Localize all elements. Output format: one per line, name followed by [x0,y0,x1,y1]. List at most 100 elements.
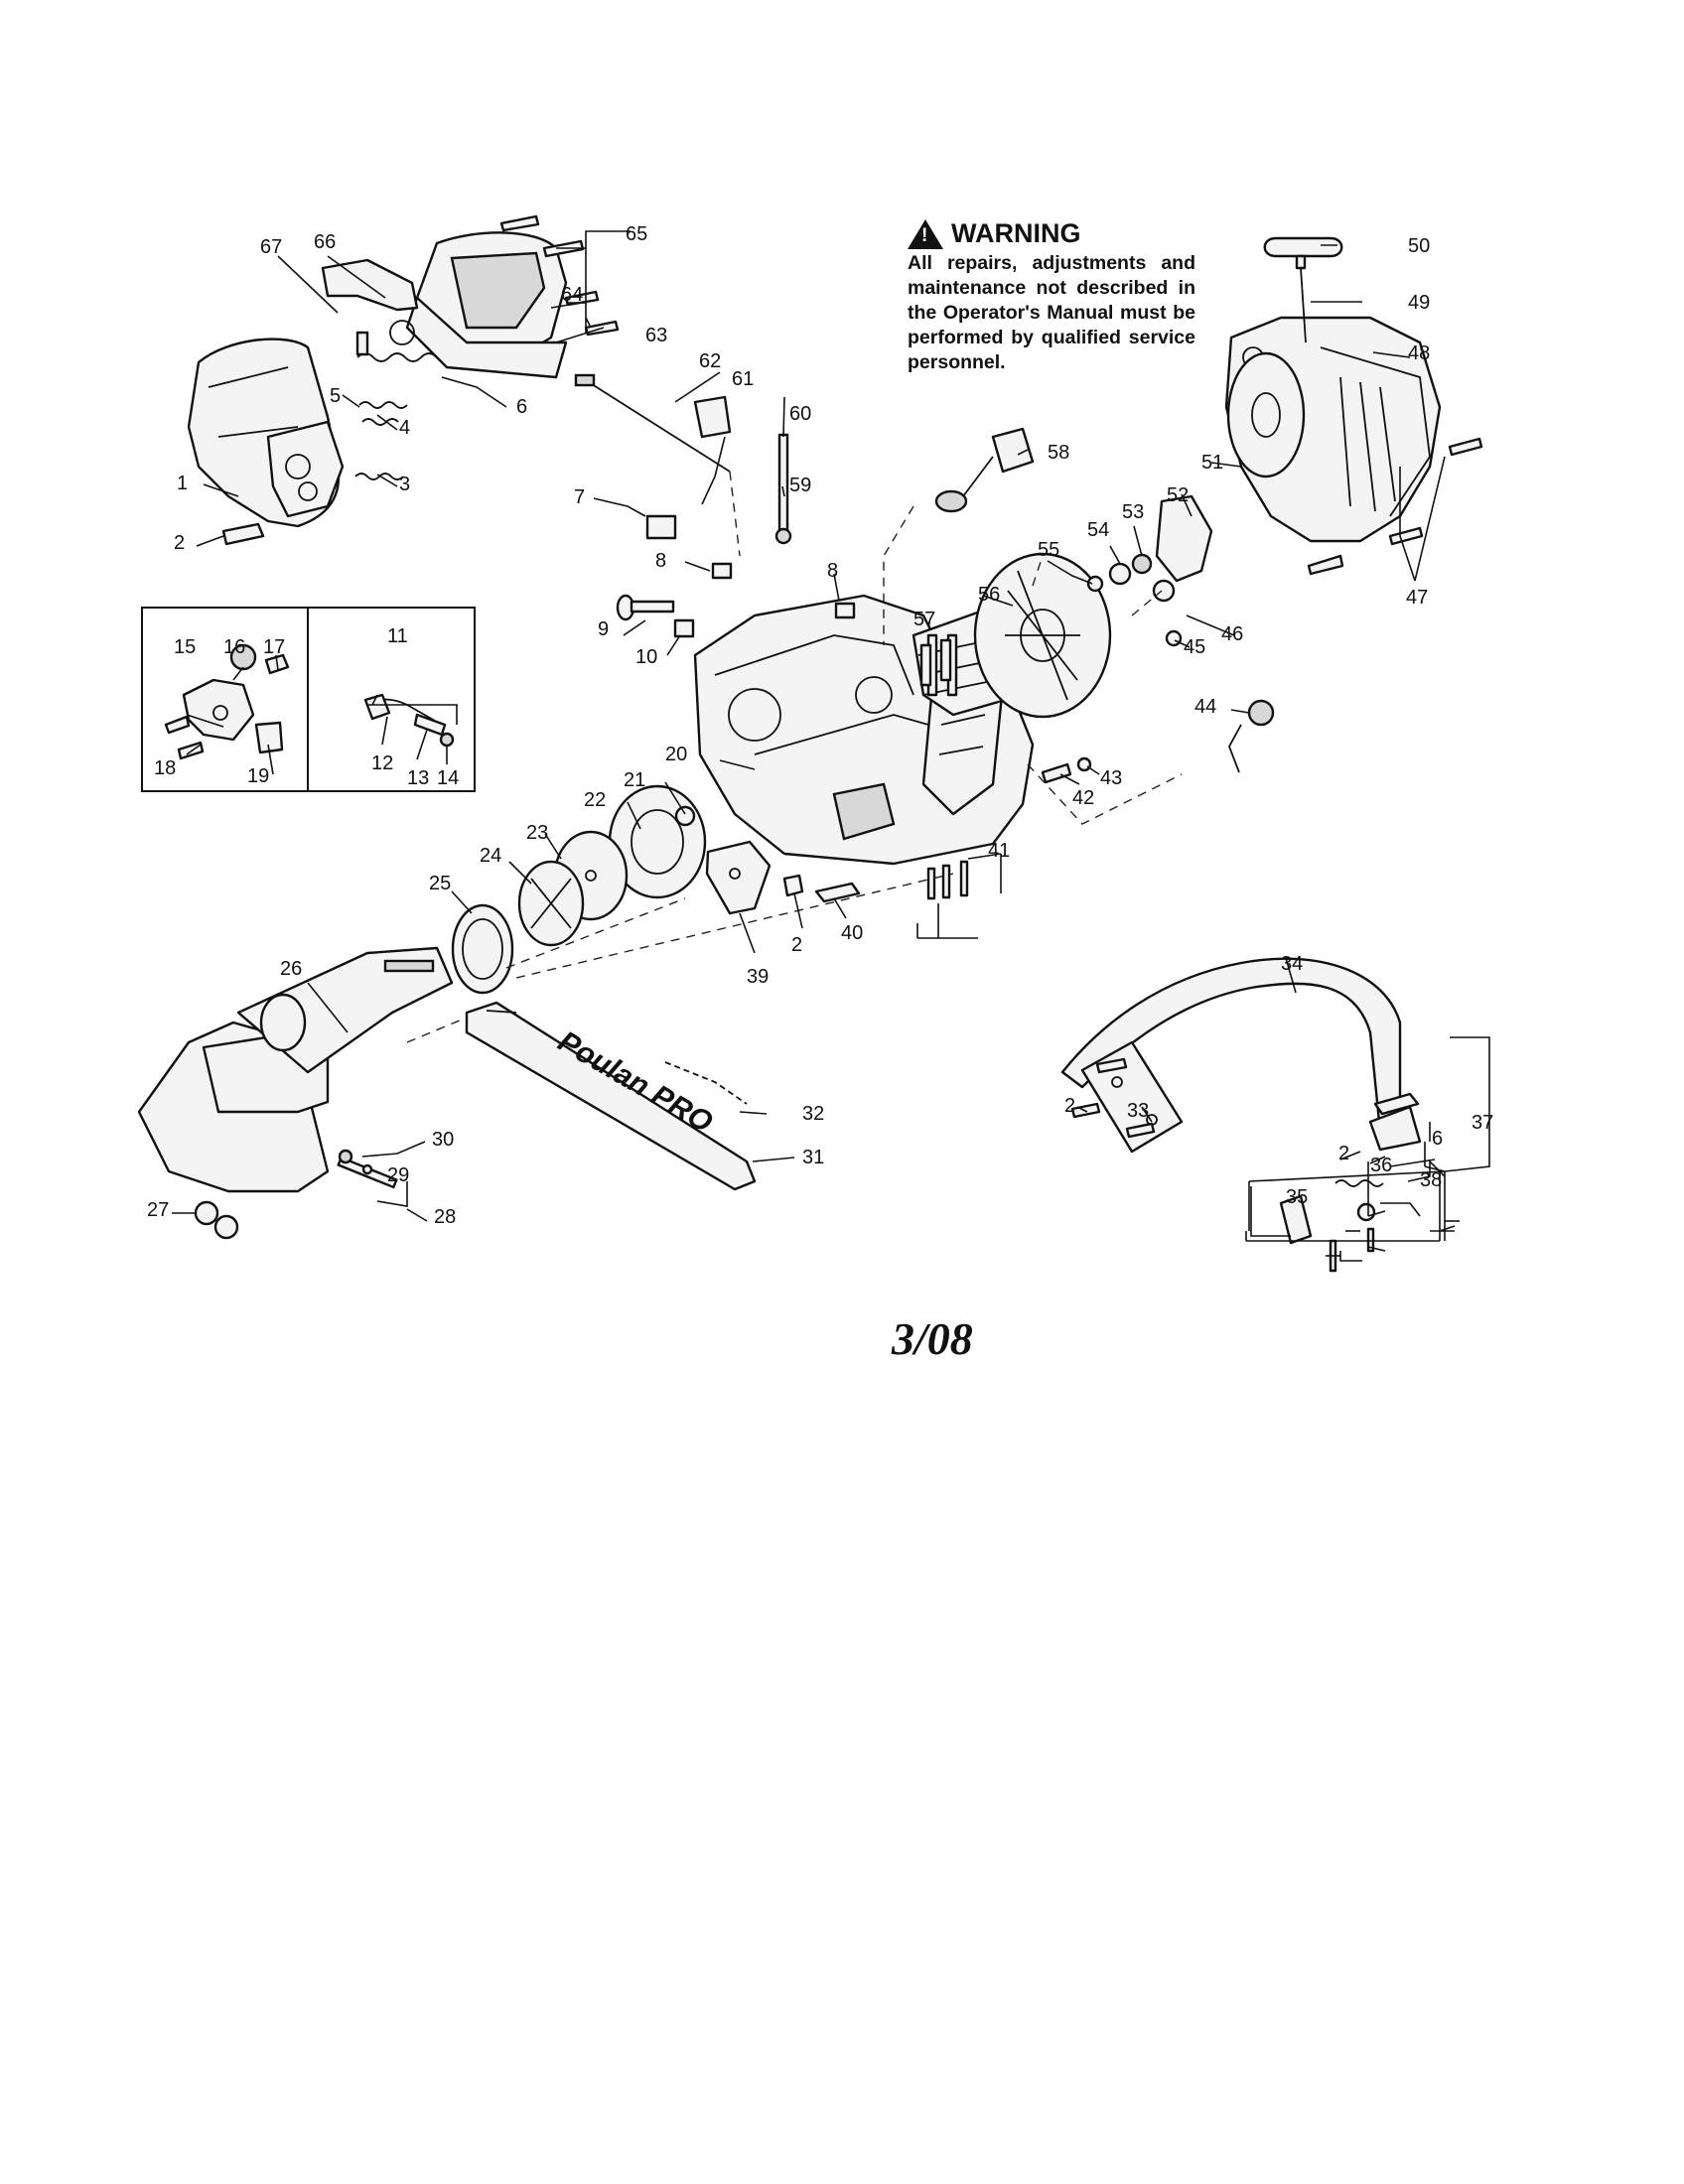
callout-label: 63 [645,325,667,346]
starter-handle-part [1263,236,1343,343]
throttle-cable-part [580,376,731,473]
throttle-trigger-part [321,258,419,345]
inset-panel-box [141,607,476,792]
callout-label: 47 [1406,587,1428,609]
callout-label: 4 [399,417,410,439]
callout-label: 1 [177,473,188,494]
callout-label: 67 [260,236,282,258]
callout-label: 66 [314,231,336,253]
callout-label: 9 [598,618,609,640]
callout-label: 25 [429,873,451,894]
chain-catcher-part [782,874,861,903]
callout-label: 55 [1038,539,1059,561]
warning-triangle-icon: ! [908,218,943,249]
callout-label: 53 [1122,501,1144,523]
callout-label: 14 [437,767,459,789]
callout-label: 29 [387,1164,409,1186]
callout-label: 22 [584,789,606,811]
callout-label: 20 [665,744,687,765]
saw-chain-part [664,1061,748,1105]
callout-label: 44 [1194,696,1216,718]
chain-brake-part [705,840,772,915]
bar-nuts-part [194,1200,239,1240]
clutch-part [517,860,585,947]
front-handle-part [1060,957,1422,1154]
callout-label: 65 [626,223,647,245]
springs-group [221,331,438,546]
callout-label: 8 [655,550,666,572]
misc-hardware [1041,437,1483,784]
callout-label: 26 [280,958,302,980]
screws-41 [926,860,969,900]
callout-label: 2 [174,532,185,554]
callout-label: 6 [516,396,527,418]
rear-handle-part [187,338,345,528]
side-cover-part [137,946,454,1193]
callout-label: 45 [1184,636,1205,658]
callout-label: 7 [574,486,585,508]
callout-label: 21 [624,769,645,791]
alignment-lines [406,471,1183,1043]
callout-label: 48 [1408,342,1430,364]
callout-label: 61 [732,368,754,390]
callout-label: 5 [330,385,341,407]
sprocket-part [451,903,514,995]
callout-numbers: 1 2 3 4 5 6 7 8 8 9 10 11 12 13 14 15 16… [147,223,1493,1228]
leader-lines [172,230,1490,1262]
callout-label: 42 [1072,787,1094,809]
mount-blocks [645,395,856,638]
revision-date: 3/08 [892,1313,973,1364]
callout-label: 19 [247,765,269,787]
callout-label: 46 [1221,623,1243,645]
fuel-cap-part [934,427,1035,513]
warning-body-text: All repairs, adjustments and maintenance… [908,252,1195,373]
callout-label: 27 [147,1199,169,1221]
callout-label: 34 [1281,953,1303,975]
callout-label: 24 [480,845,501,867]
callout-label: 16 [223,636,245,658]
callout-label: 37 [1472,1112,1493,1134]
warning-title: ! WARNING [908,218,1195,249]
throttle-handle-part [405,231,568,379]
tensioner-part [337,1149,398,1189]
bolts-57 [919,638,952,687]
callout-label: 3 [399,474,410,495]
pawl-assembly-part [1086,494,1213,593]
warning-notice: ! WARNING All repairs, adjustments and m… [908,218,1195,375]
callout-label: 2 [1338,1143,1349,1164]
warning-title-text: WARNING [951,218,1081,248]
callout-label: 12 [371,752,393,774]
guide-bar-part: Poulan PRO [465,1001,757,1191]
callout-label: 39 [747,966,769,988]
callout-label: 54 [1087,519,1109,541]
callout-label: 41 [988,840,1010,862]
callout-label: 28 [434,1206,456,1228]
callout-label: 6 [1432,1128,1443,1150]
callout-label: 32 [802,1103,824,1125]
callout-label: 60 [789,403,811,425]
bolt-9-part [616,594,675,621]
callout-label: 43 [1100,767,1122,789]
callout-label: 31 [802,1147,824,1168]
callout-label: 2 [1064,1095,1075,1117]
callout-label: 36 [1370,1155,1392,1176]
callout-label: 50 [1408,235,1430,257]
callout-label: 23 [526,822,548,844]
callout-label: 49 [1408,292,1430,314]
callout-label: 56 [978,584,1000,606]
callout-label: 10 [635,646,657,668]
starter-pulley-part [1226,351,1306,478]
callout-label: 38 [1420,1169,1442,1191]
callout-label: 62 [699,350,721,372]
callout-label: 17 [263,636,285,658]
callout-label: 30 [432,1129,454,1151]
callout-label: 15 [174,636,196,658]
callout-label: 2 [791,934,802,956]
callout-label: 59 [789,475,811,496]
callout-label: 13 [407,767,429,789]
callout-label: 33 [1127,1100,1149,1122]
callout-label: 8 [827,560,838,582]
callout-label: 58 [1048,442,1069,464]
callout-label: 11 [387,625,408,647]
